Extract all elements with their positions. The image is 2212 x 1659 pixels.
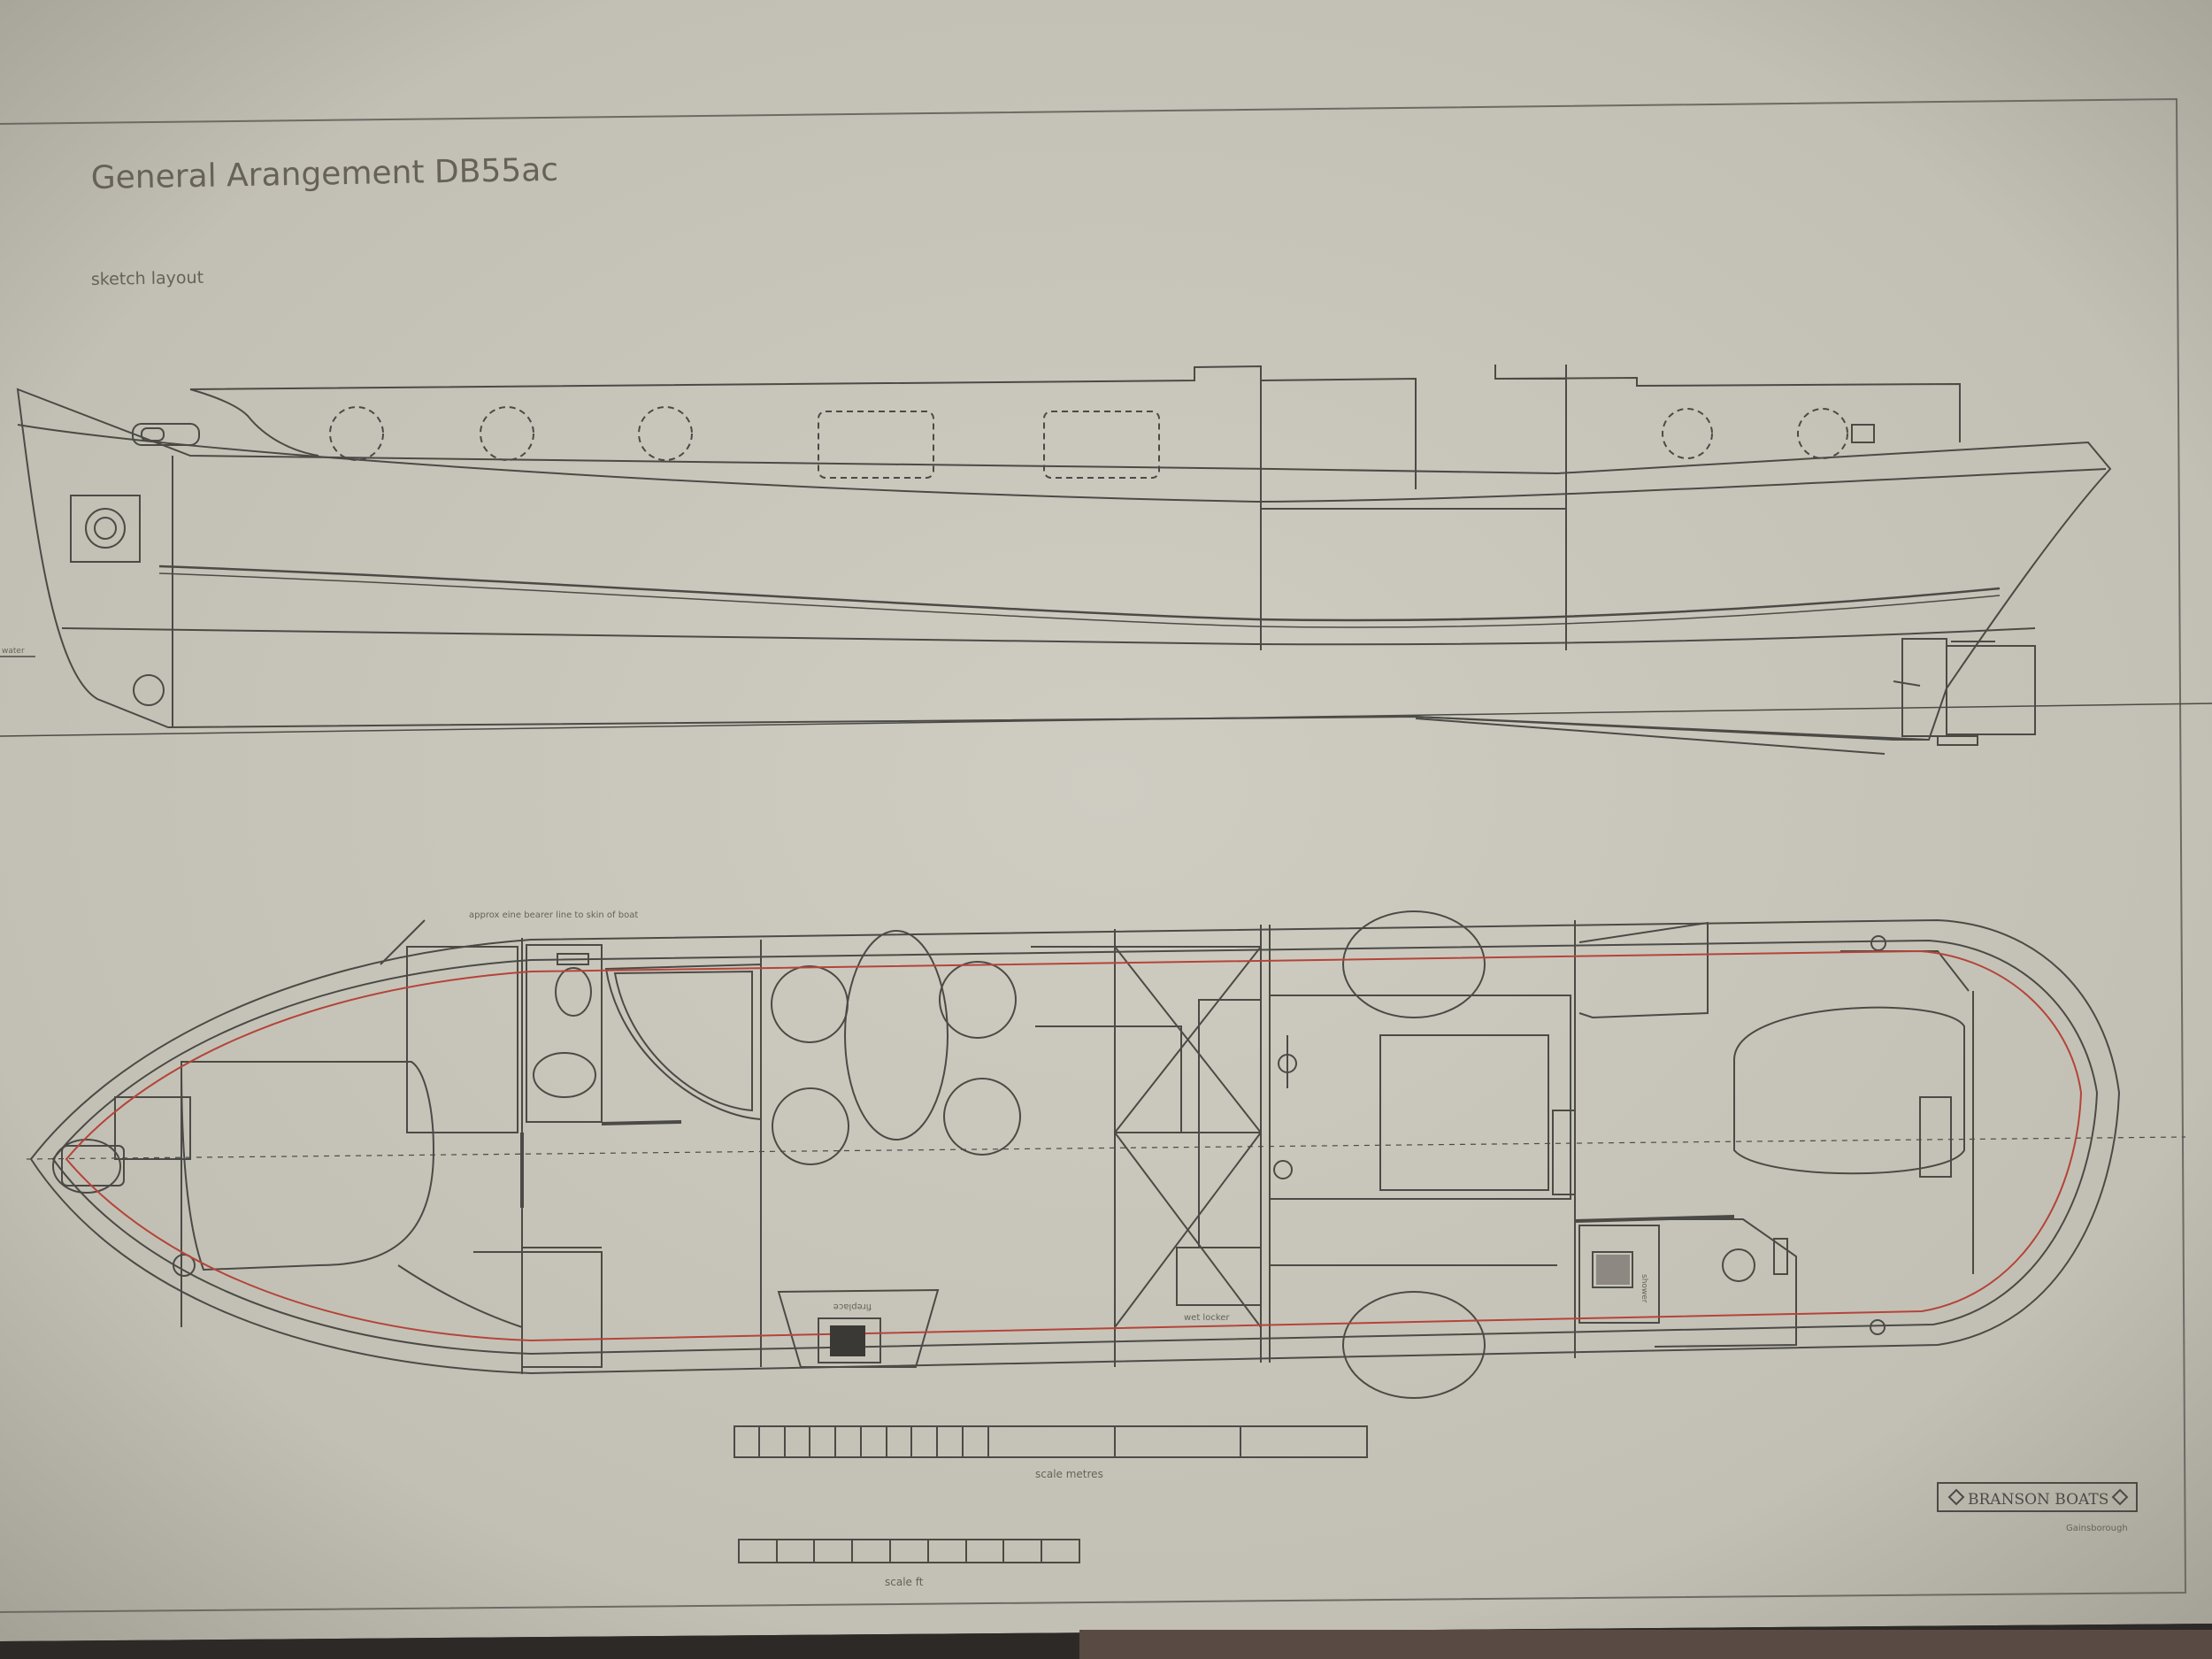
brand-name: BRANSON BOATS [1968,1491,2108,1509]
brand-subtitle: Gainsborough [2066,1524,2128,1533]
hull-plan-outline [29,918,2121,1375]
drawing-border [0,97,2187,1613]
bearer-annotation: approx eine bearer line to skin of boat [469,910,638,920]
waterline-label: water [2,647,25,656]
shower-label: shower [1640,1274,1648,1303]
scale-feet-label: scale ft [885,1576,924,1588]
drawing-title: General Arangement DB55ac [90,152,558,196]
red-skin-line [65,949,2083,1342]
profile-view [0,365,2212,755]
plan-centreline [26,1136,2186,1160]
drawing-subtitle: sketch layout [91,268,204,289]
scale-metres-label: scale metres [1035,1468,1103,1480]
scale-bar-metres [733,1425,1368,1458]
plan-view [29,910,2121,1399]
scale-bar-feet [738,1539,1080,1563]
brand-logo: BRANSON BOATS [1937,1482,2138,1512]
wet-locker-label: wet locker [1184,1313,1230,1323]
fireplace-label: fireplace [833,1302,872,1311]
